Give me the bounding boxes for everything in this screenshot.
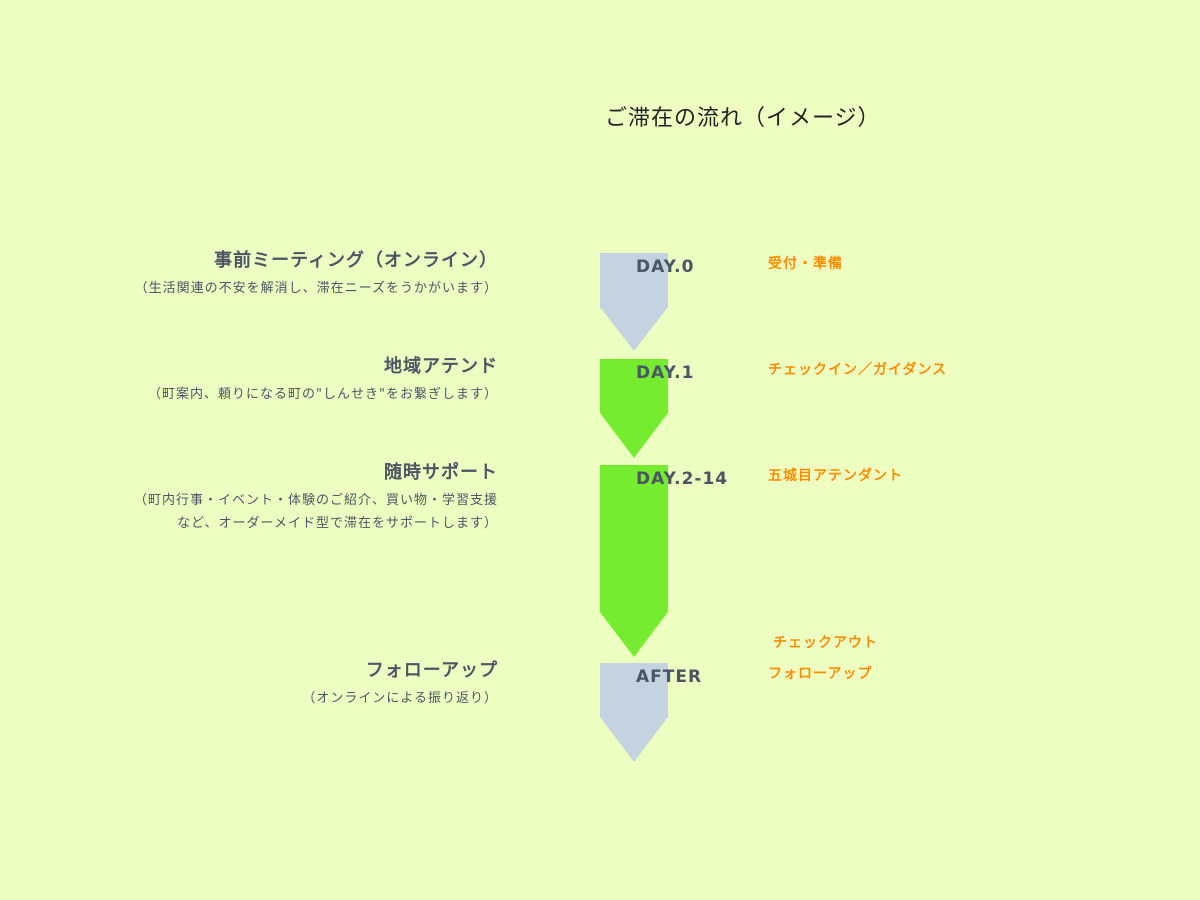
step-description: （オンラインによる振り返り） [302,691,498,706]
step-follow-up: フォローアップ （オンラインによる振り返り） [302,659,498,710]
day-label: DAY.2-14 [636,469,729,489]
day-label: AFTER [636,667,703,687]
step-description: （町内行事・イベント・体験のご紹介、買い物・学習支援 [133,493,498,508]
checkout-label: チェックアウト [773,635,878,651]
arrow-after [600,663,668,762]
day-label: DAY.0 [636,257,695,277]
step-local-attend: 地域アテンド （町案内、頼りになる町の"しんせき"をお繋ぎします） [148,355,498,406]
arrow-day2-14 [600,465,668,657]
step-online-meeting: 事前ミーティング（オンライン） （生活関連の不安を解消し、滞在ニーズをうかがいま… [135,249,498,300]
arrow-shape [600,359,668,458]
step-title: 事前ミーティング（オンライン） [214,250,498,271]
step-description: など、オーダーメイド型で滞在をサポートします） [177,516,498,531]
stage-label: 受付・準備 [768,256,843,272]
arrow-shape [600,663,668,762]
step-description: （町案内、頼りになる町の"しんせき"をお繋ぎします） [148,387,498,402]
stage-label: 五城目アテンダント [768,468,903,484]
step-title: 随時サポート [384,462,498,483]
arrow-shape [600,465,668,657]
stage-label: フォローアップ [768,666,873,682]
step-description: （生活関連の不安を解消し、滞在ニーズをうかがいます） [134,281,498,296]
arrow-day0 [600,253,668,351]
step-title: 地域アテンド [384,356,498,377]
step-ongoing-support: 随時サポート （町内行事・イベント・体験のご紹介、買い物・学習支援 など、オーダ… [134,461,498,535]
page-title: ご滞在の流れ（イメージ） [605,106,881,131]
step-title: フォローアップ [365,660,498,681]
arrow-day1 [600,359,668,458]
stage-label: チェックイン／ガイダンス [768,362,948,378]
arrow-shape [600,253,668,351]
day-label: DAY.1 [636,363,695,383]
